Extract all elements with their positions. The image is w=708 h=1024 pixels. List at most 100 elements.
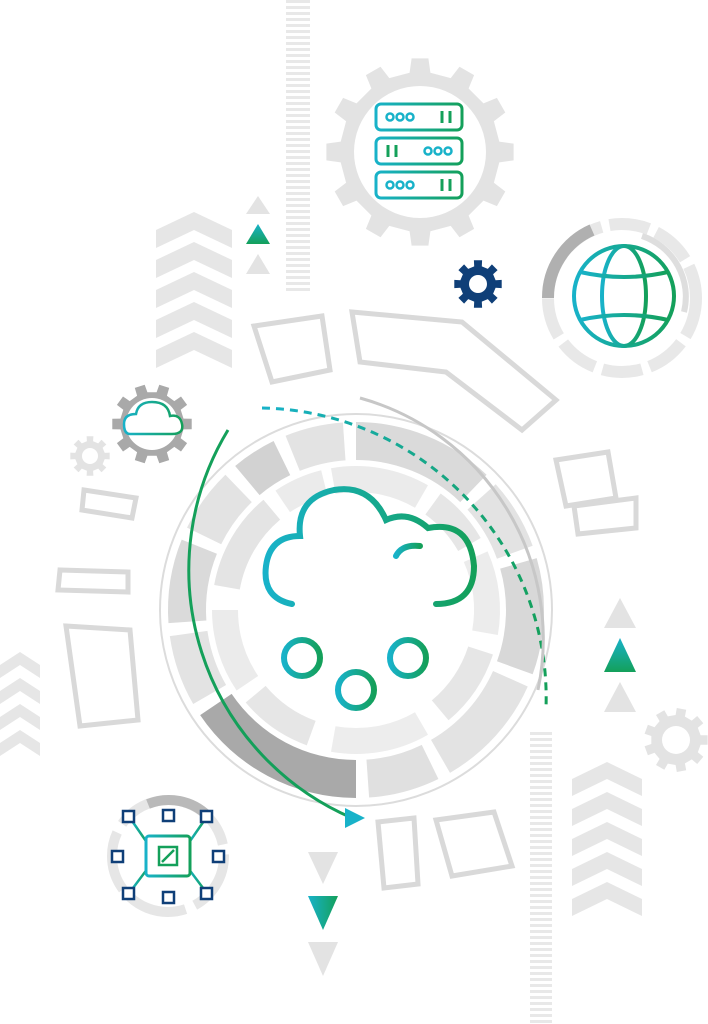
stripe xyxy=(530,750,552,753)
server-gear xyxy=(326,58,514,246)
stripe xyxy=(530,930,552,933)
stripe xyxy=(286,150,310,153)
stripe xyxy=(530,1002,552,1005)
ring-segment xyxy=(431,671,528,773)
stripe xyxy=(286,90,310,93)
stripe xyxy=(286,288,310,291)
stripe xyxy=(286,114,310,117)
chevron xyxy=(572,822,642,856)
stripe xyxy=(530,732,552,735)
stripe xyxy=(286,168,310,171)
wedge-outline xyxy=(432,809,516,879)
chevron xyxy=(572,792,642,826)
stripe xyxy=(286,54,310,57)
wedge-outline xyxy=(55,567,131,595)
globe-ring xyxy=(541,218,702,378)
triangle-down xyxy=(308,852,338,884)
stripe xyxy=(286,156,310,159)
stripe xyxy=(530,990,552,993)
stripe xyxy=(530,834,552,837)
stripe xyxy=(530,882,552,885)
gear-hole xyxy=(662,726,690,754)
stripe xyxy=(530,996,552,999)
stripe xyxy=(530,780,552,783)
stripe xyxy=(530,738,552,741)
chevron xyxy=(0,730,40,756)
stripe xyxy=(286,0,310,3)
server-rack-icon xyxy=(374,102,464,200)
ring-outline xyxy=(159,413,553,807)
stripe xyxy=(530,924,552,927)
stripe xyxy=(286,264,310,267)
triangle-up xyxy=(604,682,636,712)
stripe xyxy=(286,186,310,189)
chip-core xyxy=(157,845,179,867)
triangle-up xyxy=(604,598,636,628)
stripe xyxy=(530,1008,552,1011)
stripe xyxy=(530,810,552,813)
stripe xyxy=(530,840,552,843)
ring-segment xyxy=(467,484,533,559)
ring-segment xyxy=(285,422,346,471)
stripe xyxy=(530,888,552,891)
stripe xyxy=(530,786,552,789)
orbit-arrowhead xyxy=(345,808,365,828)
stripe xyxy=(286,18,310,21)
chevron-arrows-icon xyxy=(156,212,232,368)
stripe xyxy=(530,822,552,825)
stripe xyxy=(530,768,552,771)
chevron xyxy=(156,302,232,338)
striped-bar-top xyxy=(286,0,310,291)
ring-segment xyxy=(496,558,544,675)
server-unit xyxy=(374,170,464,200)
stripe xyxy=(286,240,310,243)
ring-segment xyxy=(356,422,487,503)
cloud-network-icon xyxy=(262,486,478,713)
ring-segment-inner xyxy=(431,646,493,721)
stripe xyxy=(286,162,310,165)
cloud-gear-icon xyxy=(122,400,184,436)
stripe xyxy=(530,972,552,975)
stripe xyxy=(286,66,310,69)
chevron xyxy=(572,852,642,886)
stripe xyxy=(530,762,552,765)
stripe xyxy=(286,120,310,123)
stripe xyxy=(286,270,310,273)
chevron xyxy=(156,332,232,368)
stripe xyxy=(286,252,310,255)
stripe xyxy=(530,954,552,957)
stripe xyxy=(286,216,310,219)
stripe xyxy=(286,222,310,225)
chevron xyxy=(572,762,642,796)
chevron xyxy=(572,882,642,916)
stripe xyxy=(530,978,552,981)
stripe xyxy=(286,42,310,45)
stripe xyxy=(530,792,552,795)
stripe xyxy=(530,852,552,855)
stripe xyxy=(286,24,310,27)
stripe xyxy=(530,774,552,777)
stripe xyxy=(286,84,310,87)
stripe xyxy=(530,798,552,801)
stripe xyxy=(530,756,552,759)
chevron xyxy=(0,704,40,730)
wedge-outline xyxy=(375,815,421,891)
triangle-arrows-icon xyxy=(246,196,636,976)
ring-segment xyxy=(187,474,252,545)
gray-orbit-arc xyxy=(359,396,545,691)
ring-segment-inner xyxy=(275,470,328,513)
stripe xyxy=(530,858,552,861)
stripe xyxy=(530,1014,552,1017)
stripe xyxy=(530,966,552,969)
ring-segment xyxy=(235,441,291,496)
dashed-orbit-arc xyxy=(261,406,548,709)
stripe xyxy=(286,12,310,15)
stripe xyxy=(286,30,310,33)
globe-ring-inner-arc xyxy=(641,233,689,313)
chevron xyxy=(0,678,40,704)
triangle-up xyxy=(604,638,636,672)
stripe xyxy=(530,864,552,867)
stripe xyxy=(530,906,552,909)
ring-segment-inner xyxy=(214,499,281,590)
